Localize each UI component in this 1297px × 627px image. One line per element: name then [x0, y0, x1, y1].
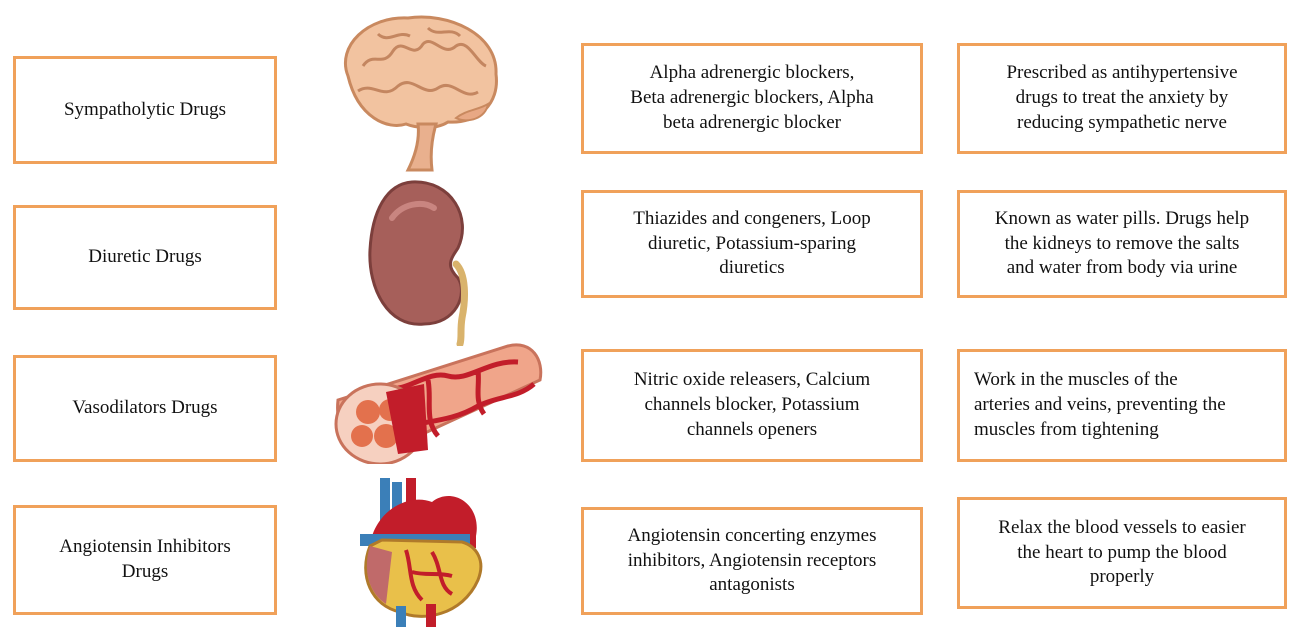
drug-class-box: Vasodilators Drugs	[13, 355, 277, 462]
drug-class-label: Vasodilators Drugs	[72, 396, 217, 421]
drug-description-text: Known as water pills. Drugs help the kid…	[995, 207, 1249, 281]
drug-description-box: Known as water pills. Drugs help the kid…	[957, 190, 1287, 298]
drug-examples-text: Thiazides and congeners, Loop diuretic, …	[633, 207, 870, 281]
drug-class-box: Diuretic Drugs	[13, 205, 277, 310]
drug-examples-text: Alpha adrenergic blockers, Beta adrenerg…	[630, 61, 873, 135]
drug-description-box: Prescribed as antihypertensive drugs to …	[957, 43, 1287, 154]
drug-description-box: Work in the muscles of the arteries and …	[957, 349, 1287, 462]
drug-examples-box: Thiazides and congeners, Loop diuretic, …	[581, 190, 923, 298]
drug-class-box: Angiotensin Inhibitors Drugs	[13, 505, 277, 615]
heart-icon	[352, 476, 490, 627]
drug-examples-box: Nitric oxide releasers, Calcium channels…	[581, 349, 923, 462]
kidney-icon	[362, 178, 482, 346]
drug-description-text: Relax the blood vessels to easier the he…	[998, 516, 1245, 590]
drug-class-label: Angiotensin Inhibitors Drugs	[59, 535, 231, 584]
drug-examples-box: Alpha adrenergic blockers, Beta adrenerg…	[581, 43, 923, 154]
drug-class-label: Diuretic Drugs	[88, 245, 201, 270]
drug-examples-text: Nitric oxide releasers, Calcium channels…	[634, 368, 870, 442]
blood-vessel-icon	[328, 340, 546, 464]
drug-class-label: Sympatholytic Drugs	[64, 98, 226, 123]
brain-icon	[328, 6, 508, 172]
drug-class-box: Sympatholytic Drugs	[13, 56, 277, 164]
drug-description-text: Prescribed as antihypertensive drugs to …	[1006, 61, 1237, 135]
drug-examples-box: Angiotensin concerting enzymes inhibitor…	[581, 507, 923, 615]
drug-examples-text: Angiotensin concerting enzymes inhibitor…	[627, 524, 876, 598]
drug-description-text: Work in the muscles of the arteries and …	[974, 368, 1226, 442]
drug-description-box: Relax the blood vessels to easier the he…	[957, 497, 1287, 609]
